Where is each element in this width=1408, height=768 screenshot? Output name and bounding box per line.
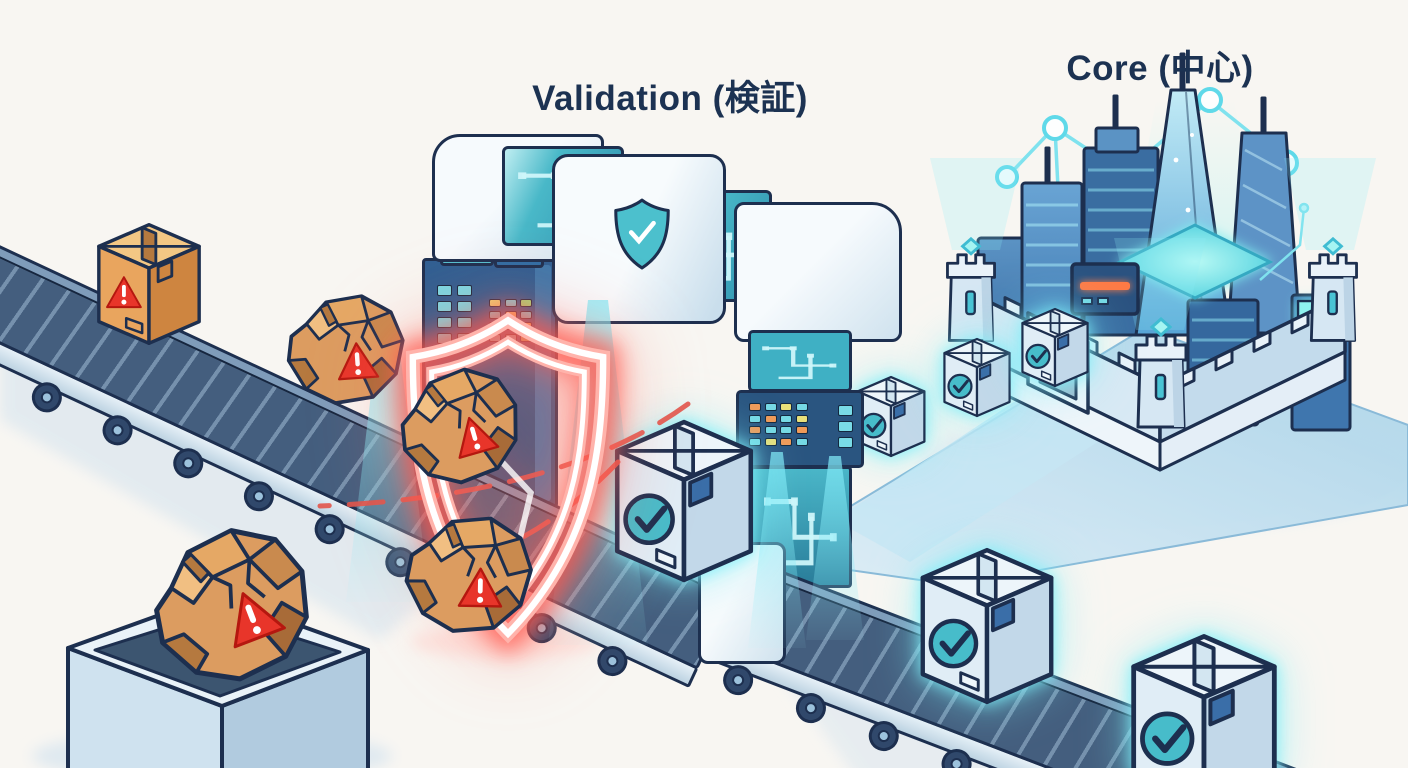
network-node-icon [1042,115,1068,141]
crumpled-box [389,500,544,646]
gate-connector [748,330,852,392]
core-title: Core (中心) [1066,49,1254,88]
gate-scanner-head [552,154,726,324]
gate-keypad [749,403,808,446]
validation-title: Validation (検証) [532,79,808,118]
gate-sign-stripe [1080,282,1130,290]
crumpled-box [380,353,533,498]
gate-sign [1070,262,1140,316]
core-plaza [1116,223,1274,300]
network-node-icon [995,165,1019,189]
gate-windows [838,405,853,448]
gate-elbow-right [734,202,902,342]
gate-keypad-block [736,390,864,468]
